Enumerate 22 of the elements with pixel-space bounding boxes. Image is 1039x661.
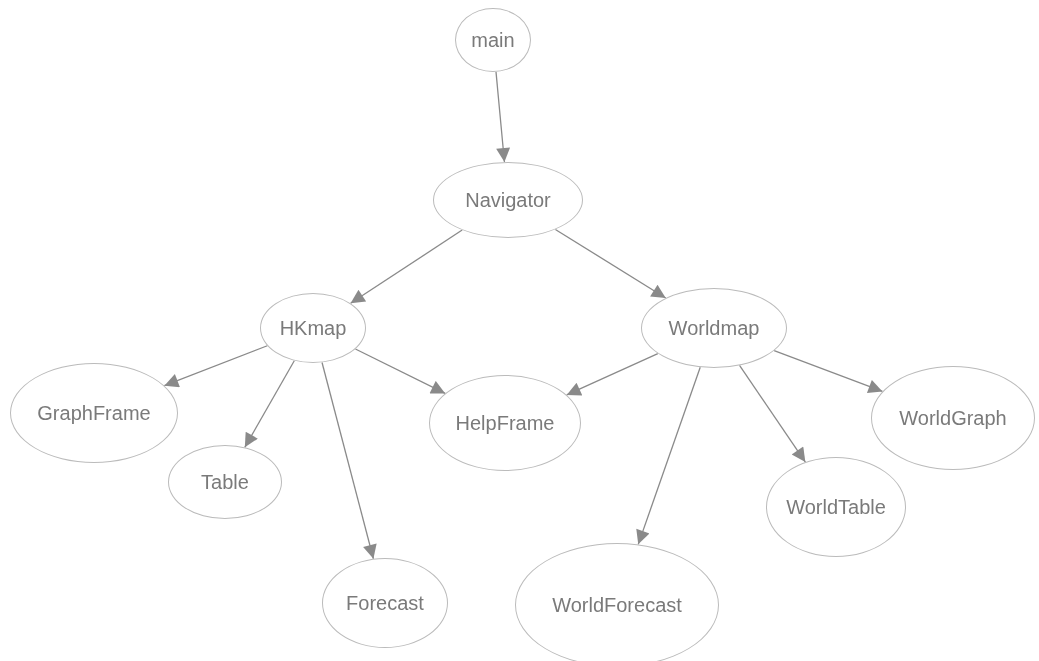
arrow — [773, 350, 884, 394]
arrow — [636, 366, 701, 545]
node-label: Navigator — [465, 188, 551, 212]
node-label: GraphFrame — [37, 401, 151, 425]
node-label: main — [471, 28, 515, 52]
node-label: HKmap — [279, 316, 347, 340]
node-label: HelpFrame — [455, 411, 555, 435]
arrow — [321, 361, 377, 560]
arrow — [738, 364, 806, 463]
node-label: WorldGraph — [899, 406, 1007, 430]
arrow — [349, 229, 463, 304]
arrow — [354, 348, 446, 395]
node-label: WorldTable — [786, 495, 886, 519]
arrow — [495, 71, 511, 163]
arrow — [566, 352, 659, 396]
node-label: Forecast — [346, 591, 424, 615]
arrow — [244, 360, 295, 448]
node-label: WorldForecast — [552, 593, 682, 617]
node-label: Worldmap — [668, 316, 760, 340]
arrow — [554, 228, 667, 299]
arrow — [163, 345, 268, 388]
node-label: Table — [201, 470, 249, 494]
